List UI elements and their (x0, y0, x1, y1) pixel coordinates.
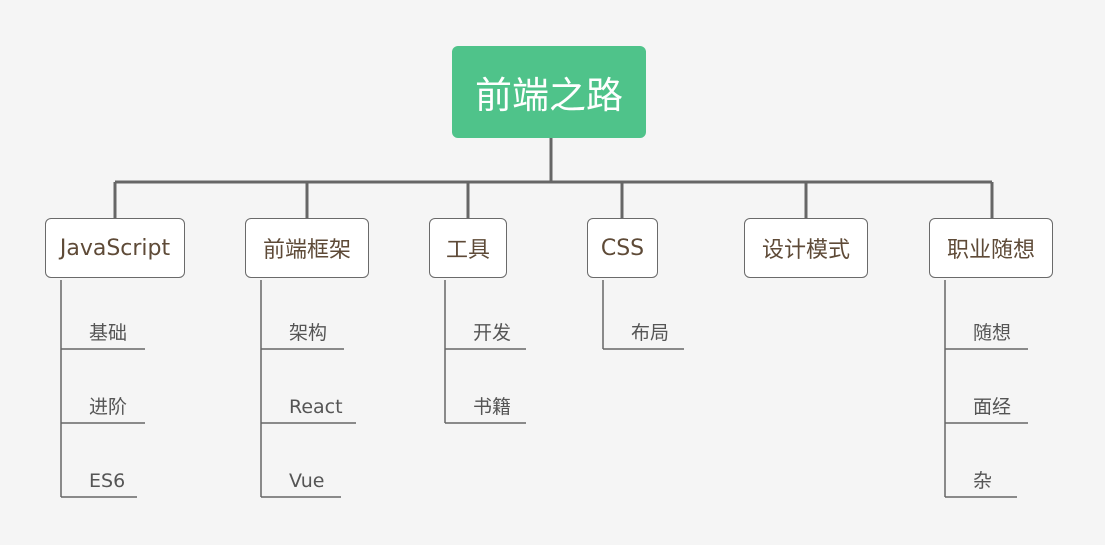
leaf-node-javascript-1: 基础 (89, 322, 128, 344)
category-label: JavaScript (59, 235, 171, 261)
leaf-node-css-1: 布局 (631, 322, 670, 344)
category-node-css: CSS (587, 218, 658, 278)
category-label: 前端框架 (262, 238, 351, 263)
root-node-label: 前端之路 (475, 74, 623, 117)
category-label: 职业随想 (946, 238, 1035, 263)
leaf-node-framework-3: Vue (289, 470, 325, 492)
leaf-node-tools-1: 开发 (473, 322, 512, 344)
category-node-javascript: JavaScript (45, 218, 185, 278)
leaf-node-career-2: 面经 (973, 396, 1012, 418)
leaf-node-javascript-3: ES6 (89, 470, 126, 492)
root-node: 前端之路 (452, 46, 646, 138)
category-node-design-patterns: 设计模式 (744, 218, 868, 278)
category-label: CSS (600, 235, 645, 261)
leaf-node-career-3: 杂 (973, 470, 993, 492)
leaf-node-javascript-2: 进阶 (89, 396, 128, 418)
leaf-node-framework-2: React (289, 396, 343, 418)
category-node-career: 职业随想 (929, 218, 1053, 278)
category-label: 设计模式 (761, 238, 850, 263)
category-node-framework: 前端框架 (245, 218, 369, 278)
category-label: 工具 (445, 238, 490, 263)
leaf-node-tools-2: 书籍 (473, 396, 512, 418)
leaf-node-career-1: 随想 (973, 322, 1012, 344)
category-node-tools: 工具 (429, 218, 507, 278)
leaf-node-framework-1: 架构 (289, 322, 328, 344)
